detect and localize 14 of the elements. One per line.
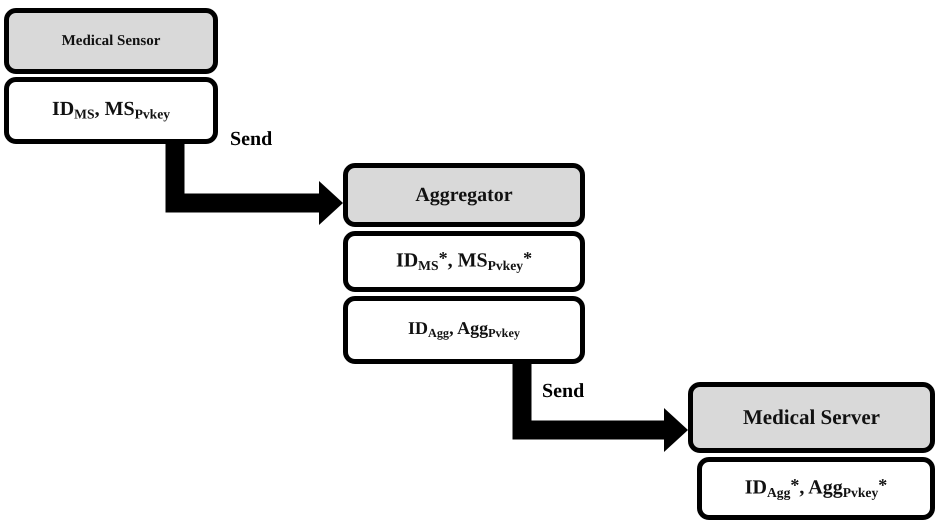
entity-box — [343, 163, 585, 227]
data-box — [343, 231, 585, 292]
key-text: ID$_{Agg}$, Agg$_{Pvkey}$ — [408, 318, 520, 342]
key-text: ID$_{MS}$, MS$_{Pvkey}$ — [52, 98, 170, 123]
entity-name: Aggregator — [415, 184, 513, 206]
entity-box — [4, 8, 218, 74]
data-box — [4, 77, 218, 144]
data-box — [343, 296, 585, 364]
arrow — [166, 142, 343, 225]
arrow — [512, 362, 688, 452]
entity-box — [688, 382, 935, 453]
entity-name: Medical Sensor — [62, 32, 160, 50]
data-box — [697, 457, 935, 520]
entity-name: Medical Server — [742, 405, 880, 430]
